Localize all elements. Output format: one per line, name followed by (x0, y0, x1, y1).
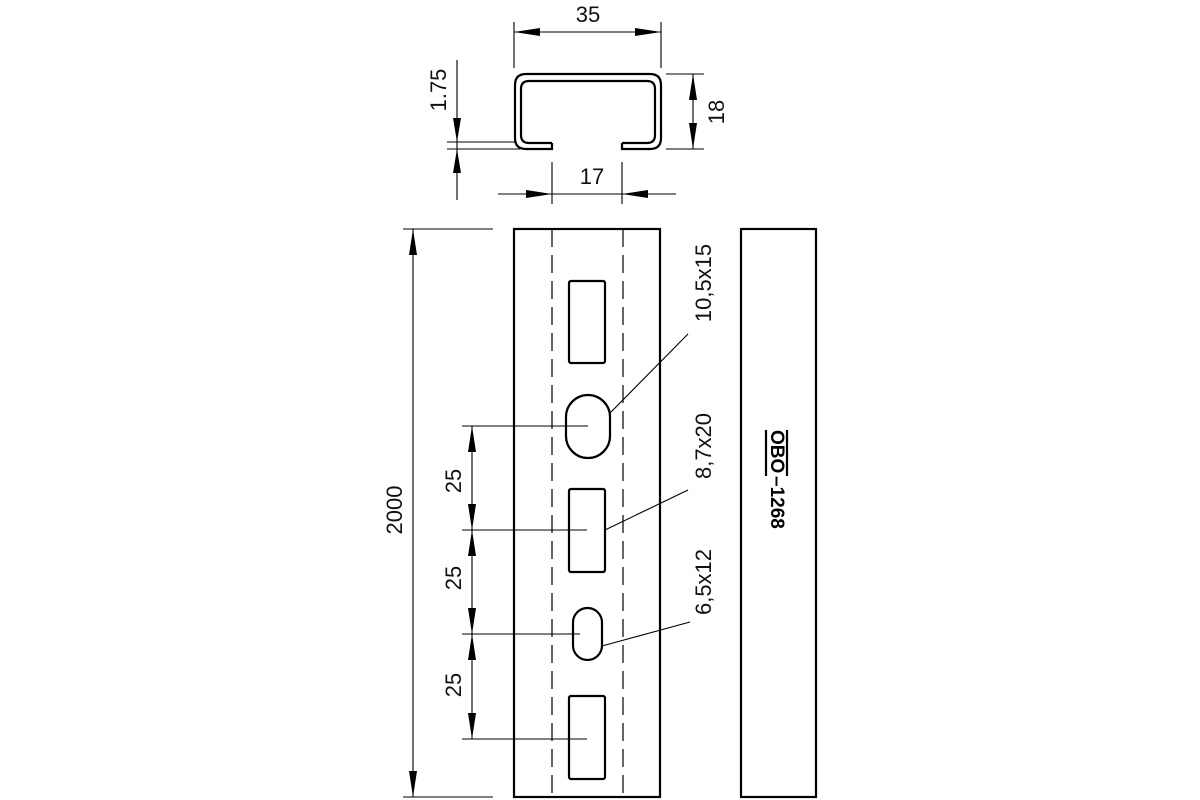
dimension-slot-opening-label: 17 (580, 164, 604, 189)
dimension-thickness-label: 1.75 (426, 69, 451, 112)
dimension-pitch: 25 25 25 (441, 425, 588, 740)
brand-logo: OBO (766, 430, 787, 473)
leader-oval-large (609, 333, 689, 414)
dimension-length-label: 2000 (382, 486, 407, 535)
hole-label-oval-large: 10,5x15 (691, 244, 716, 322)
front-view: 10,5x15 8,7x20 6,5x12 2000 25 25 (382, 227, 716, 799)
hole-label-oval-small: 6,5x12 (691, 549, 716, 615)
side-view: OBO –1268 (739, 227, 818, 799)
hole-label-rectangular: 8,7x20 (691, 413, 716, 479)
brand-marking-code: –1268 (766, 476, 787, 529)
hole-rectangular-1 (567, 279, 607, 365)
dimension-slot-opening: 17 (498, 162, 676, 204)
pitch-label-2: 25 (441, 566, 466, 590)
pitch-label-3: 25 (441, 673, 466, 697)
rail-side-outline (739, 227, 818, 799)
leader-rectangular (604, 489, 689, 531)
dimension-width: 35 (513, 2, 662, 68)
dimension-thickness: 1.75 (426, 60, 520, 200)
cross-section-view: 35 18 1.75 17 (426, 2, 729, 204)
rail-front-outline (512, 227, 662, 799)
pitch-label-1: 25 (441, 469, 466, 493)
dimension-height-label: 18 (704, 100, 729, 124)
profile-outer-outline (513, 72, 663, 151)
leader-oval-small (601, 621, 691, 647)
dimension-length: 2000 (382, 228, 493, 798)
hole-rectangular-3 (567, 694, 607, 781)
brand-marking: OBO –1268 (764, 430, 789, 529)
dimension-width-label: 35 (576, 2, 600, 27)
dimension-height: 18 (666, 73, 729, 150)
profile-inner-outline (519, 79, 657, 145)
